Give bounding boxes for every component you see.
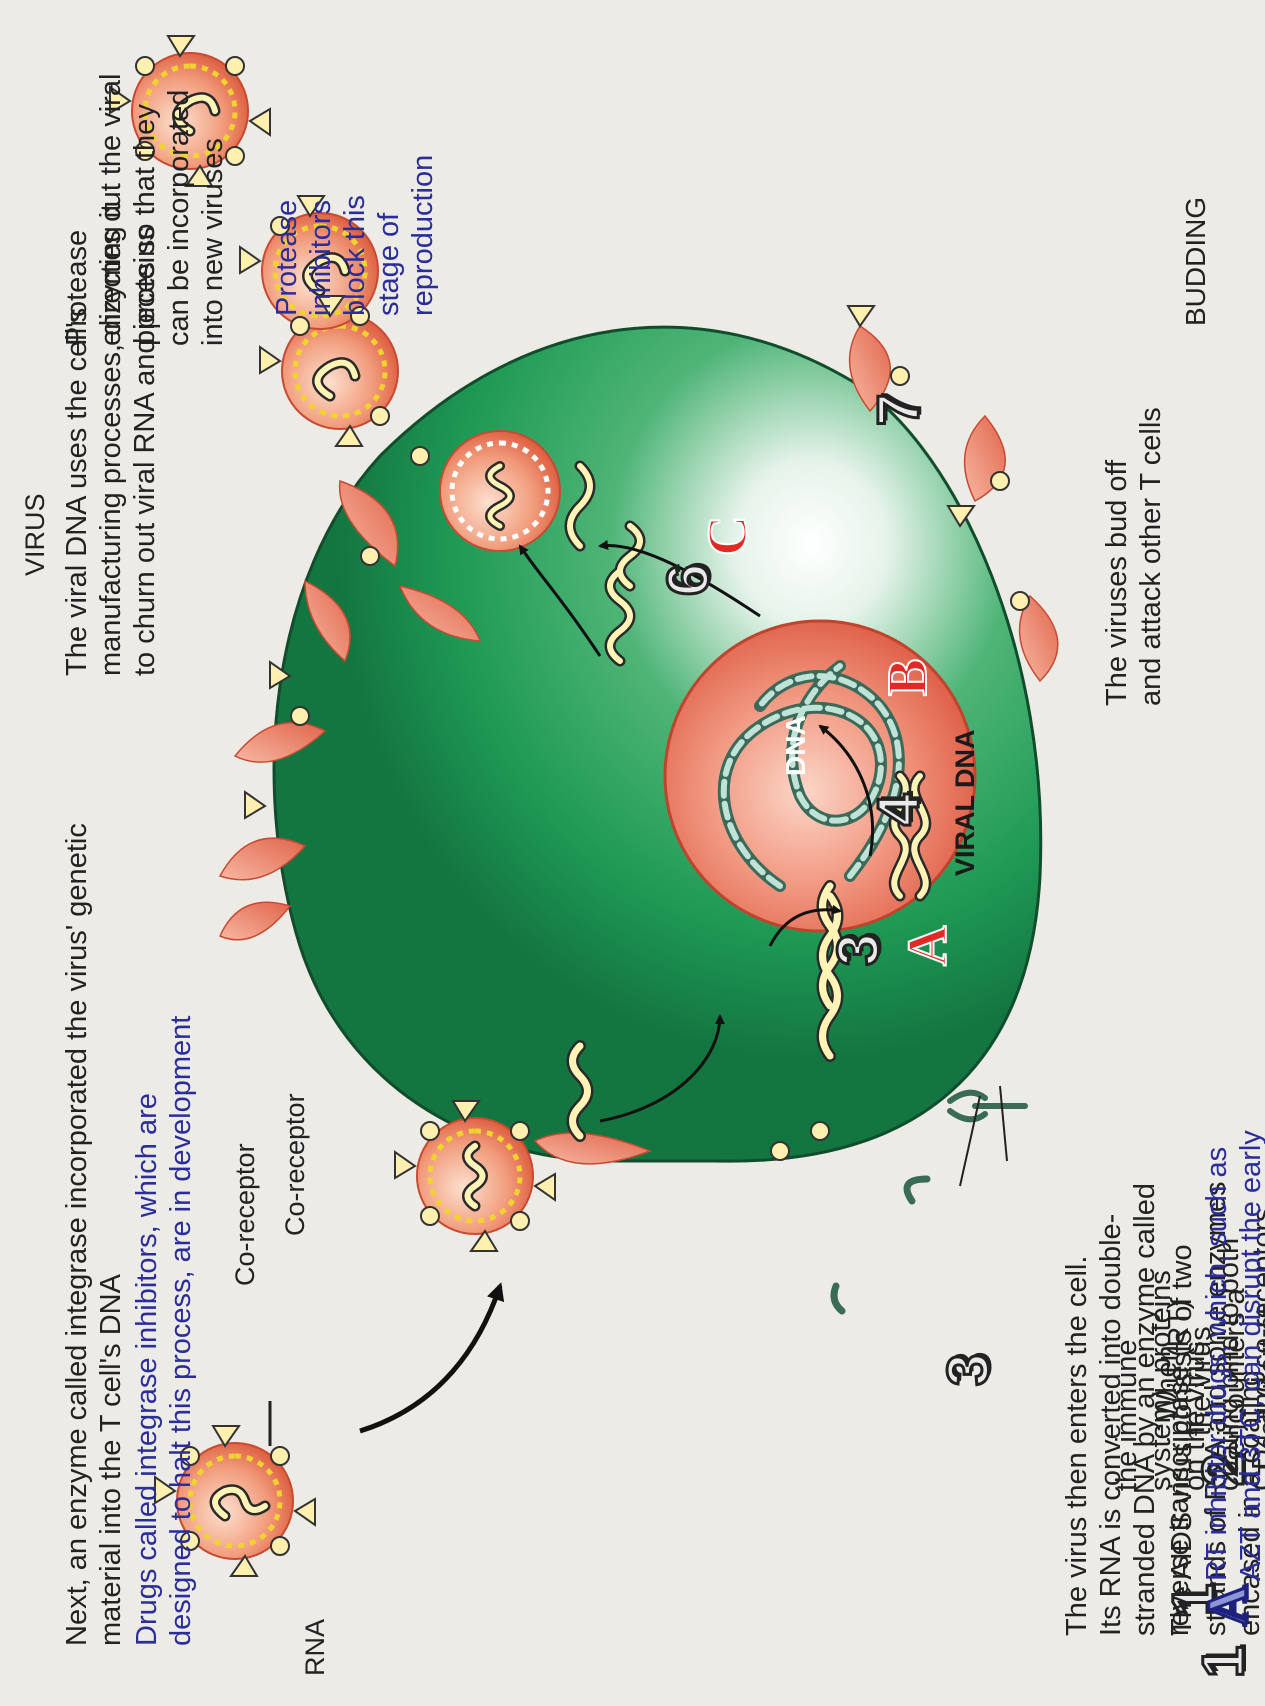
text-layer	[0, 0, 1265, 1706]
